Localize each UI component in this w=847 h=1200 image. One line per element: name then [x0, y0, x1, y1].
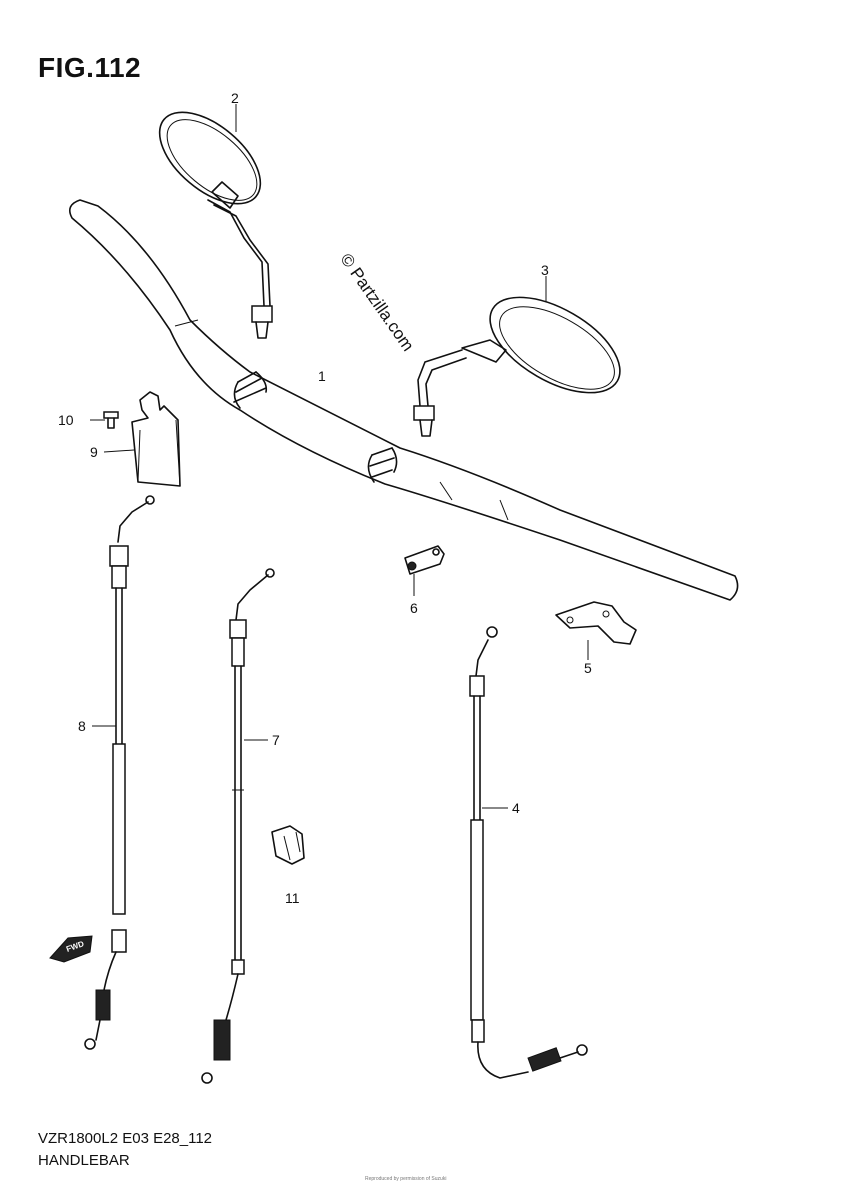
- handlebar-band-left: [233, 371, 268, 409]
- callout-leaders: [90, 104, 589, 809]
- section-name: HANDLEBAR: [38, 1152, 130, 1169]
- bolt-part-10[interactable]: [103, 411, 119, 429]
- handlebar-part[interactable]: [69, 199, 739, 601]
- callout-7[interactable]: 7: [272, 732, 280, 748]
- clamp-part-6[interactable]: [404, 545, 445, 575]
- callout-5[interactable]: 5: [584, 660, 592, 676]
- figure-title: FIG.112: [38, 52, 142, 83]
- model-code: VZR1800L2 E03 E28_112: [38, 1130, 213, 1147]
- bracket-part-9[interactable]: [131, 391, 181, 487]
- cable-part-8[interactable]: [84, 495, 155, 1050]
- callout-6[interactable]: 6: [410, 600, 418, 616]
- callout-1[interactable]: 1: [318, 368, 326, 384]
- callout-3[interactable]: 3: [541, 262, 549, 278]
- callout-10[interactable]: 10: [58, 412, 74, 428]
- fwd-arrow-icon: [49, 935, 93, 963]
- callout-8[interactable]: 8: [78, 718, 86, 734]
- handlebar-band-right: [367, 447, 398, 483]
- callout-2[interactable]: 2: [231, 90, 239, 106]
- callout-9[interactable]: 9: [90, 444, 98, 460]
- left-mirror-part[interactable]: [143, 95, 276, 339]
- right-mirror-part[interactable]: [413, 278, 635, 437]
- callout-4[interactable]: 4: [512, 800, 520, 816]
- clip-part-11[interactable]: [271, 825, 305, 865]
- callout-11[interactable]: 11: [285, 890, 300, 906]
- cable-part-4[interactable]: [469, 626, 588, 1079]
- plate-part-5[interactable]: [555, 601, 637, 645]
- footer-note: Reproduced by permission of Suzuki: [365, 1176, 447, 1182]
- cable-part-7[interactable]: [201, 568, 275, 1084]
